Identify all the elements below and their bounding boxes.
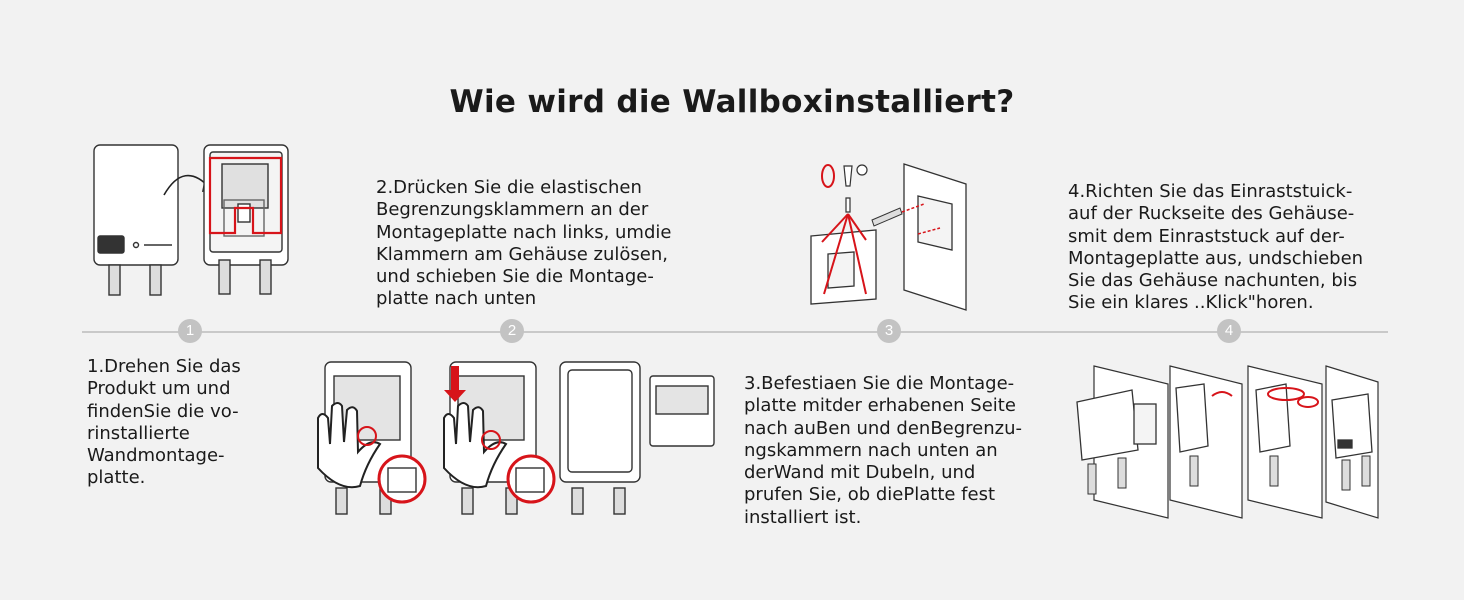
step-3-illustration [810,163,967,311]
hand-icon [317,402,508,489]
step-1-text: 1.Drehen Sie das Produkt um und findenSi… [87,356,241,489]
step-4-badge: 4 [1217,319,1241,343]
step-3-text: 3.Befestiaen Sie die Montage- platte mit… [744,373,1023,528]
wallbox-side-icon [1076,383,1373,461]
page-title: Wie wird die Wallboxinstalliert? [449,84,1015,120]
mounting-plate-outline [208,156,283,235]
step-4-illustration [1076,365,1379,519]
step-3-badge: 3 [877,319,901,343]
step-2-illustration [317,361,715,515]
alignment-highlight [1211,387,1319,408]
step-2-badge: 2 [500,319,524,343]
screw-highlight-icon [821,164,835,188]
wallbox-front-icon [93,144,179,296]
step-4-text: 4.Richten Sie das Einraststuick- auf der… [1068,181,1364,314]
timeline-line [82,331,1388,333]
screw-icon [843,164,868,213]
direction-arrows [821,213,867,295]
wallbox-back-icon [203,144,289,295]
step-1-illustration [93,144,289,296]
arrow-down-icon [444,366,466,402]
step-1-badge: 1 [178,319,202,343]
step-2-text: 2.Drücken Sie die elastischen Begrenzung… [376,177,672,310]
anchor-icon [871,207,903,227]
